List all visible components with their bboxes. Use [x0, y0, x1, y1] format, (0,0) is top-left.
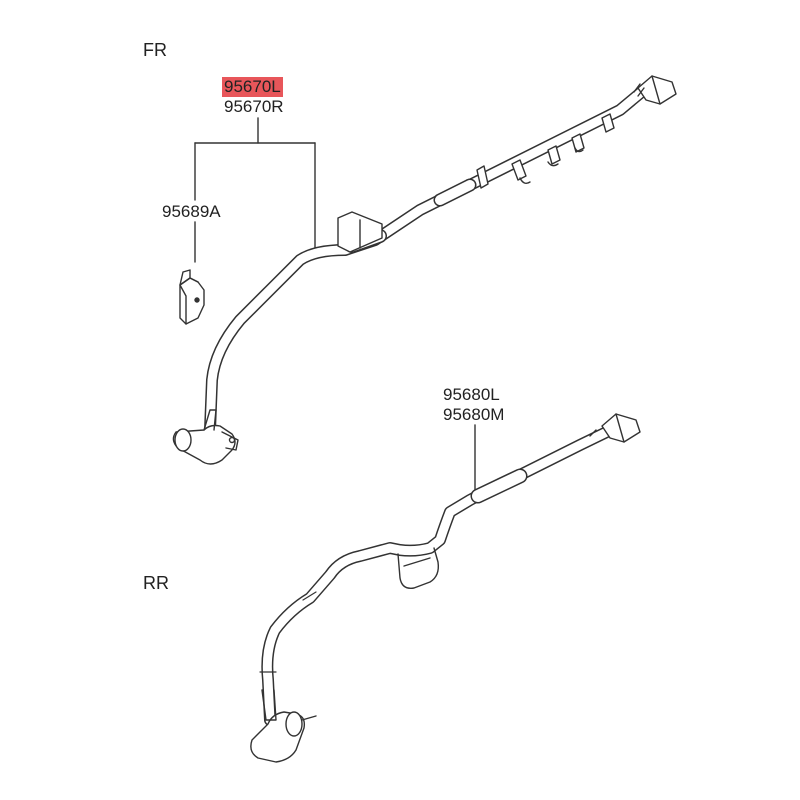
part-number-front-left[interactable]: 95670L [222, 77, 283, 97]
clip-bracket-drawing [179, 269, 205, 325]
rear-harness-drawing [250, 413, 641, 763]
part-number-rear-right[interactable]: 95680M [443, 405, 505, 424]
part-number-front-right[interactable]: 95670R [224, 97, 284, 116]
front-callout-lines [194, 117, 316, 263]
part-number-rear-left[interactable]: 95680L [443, 385, 500, 404]
front-harness-drawing [172, 75, 677, 465]
section-label-front: FR [143, 40, 167, 60]
section-label-rear: RR [143, 573, 169, 593]
part-number-clip[interactable]: 95689A [162, 202, 221, 221]
